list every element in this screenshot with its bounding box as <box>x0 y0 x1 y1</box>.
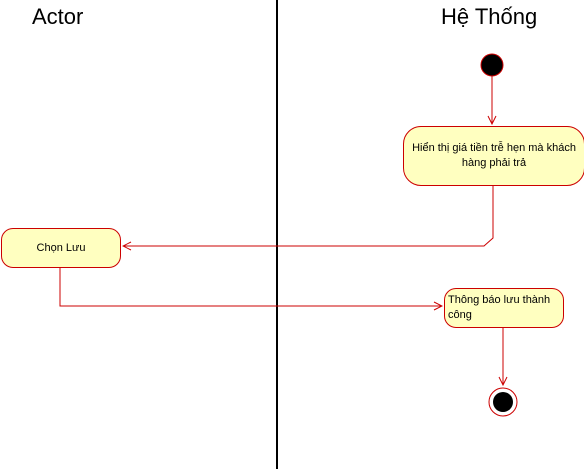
activity-choose-save[interactable]: Chọn Lưu <box>1 228 121 268</box>
lane-title-system: Hệ Thống <box>441 4 538 29</box>
start-node[interactable] <box>480 53 504 77</box>
end-node[interactable] <box>488 387 518 417</box>
edge-choose-save-to-notify-success <box>59 268 442 306</box>
edge-display-fee-to-choose-save <box>123 186 494 246</box>
end-node-inner-dot <box>493 392 513 412</box>
activity-notify-save-success[interactable]: Thông báo lưu thành công <box>444 288 564 328</box>
activity-notify-save-success-label: Thông báo lưu thành công <box>448 294 551 321</box>
activity-display-late-fee[interactable]: Hiển thị giá tiền trễ hẹn mà khách hàng … <box>403 126 584 186</box>
activity-display-late-fee-label: Hiển thị giá tiền trễ hẹn mà khách hàng … <box>412 142 576 169</box>
lane-title-actor: Actor <box>32 4 84 29</box>
activity-choose-save-label: Chọn Lưu <box>36 241 86 254</box>
